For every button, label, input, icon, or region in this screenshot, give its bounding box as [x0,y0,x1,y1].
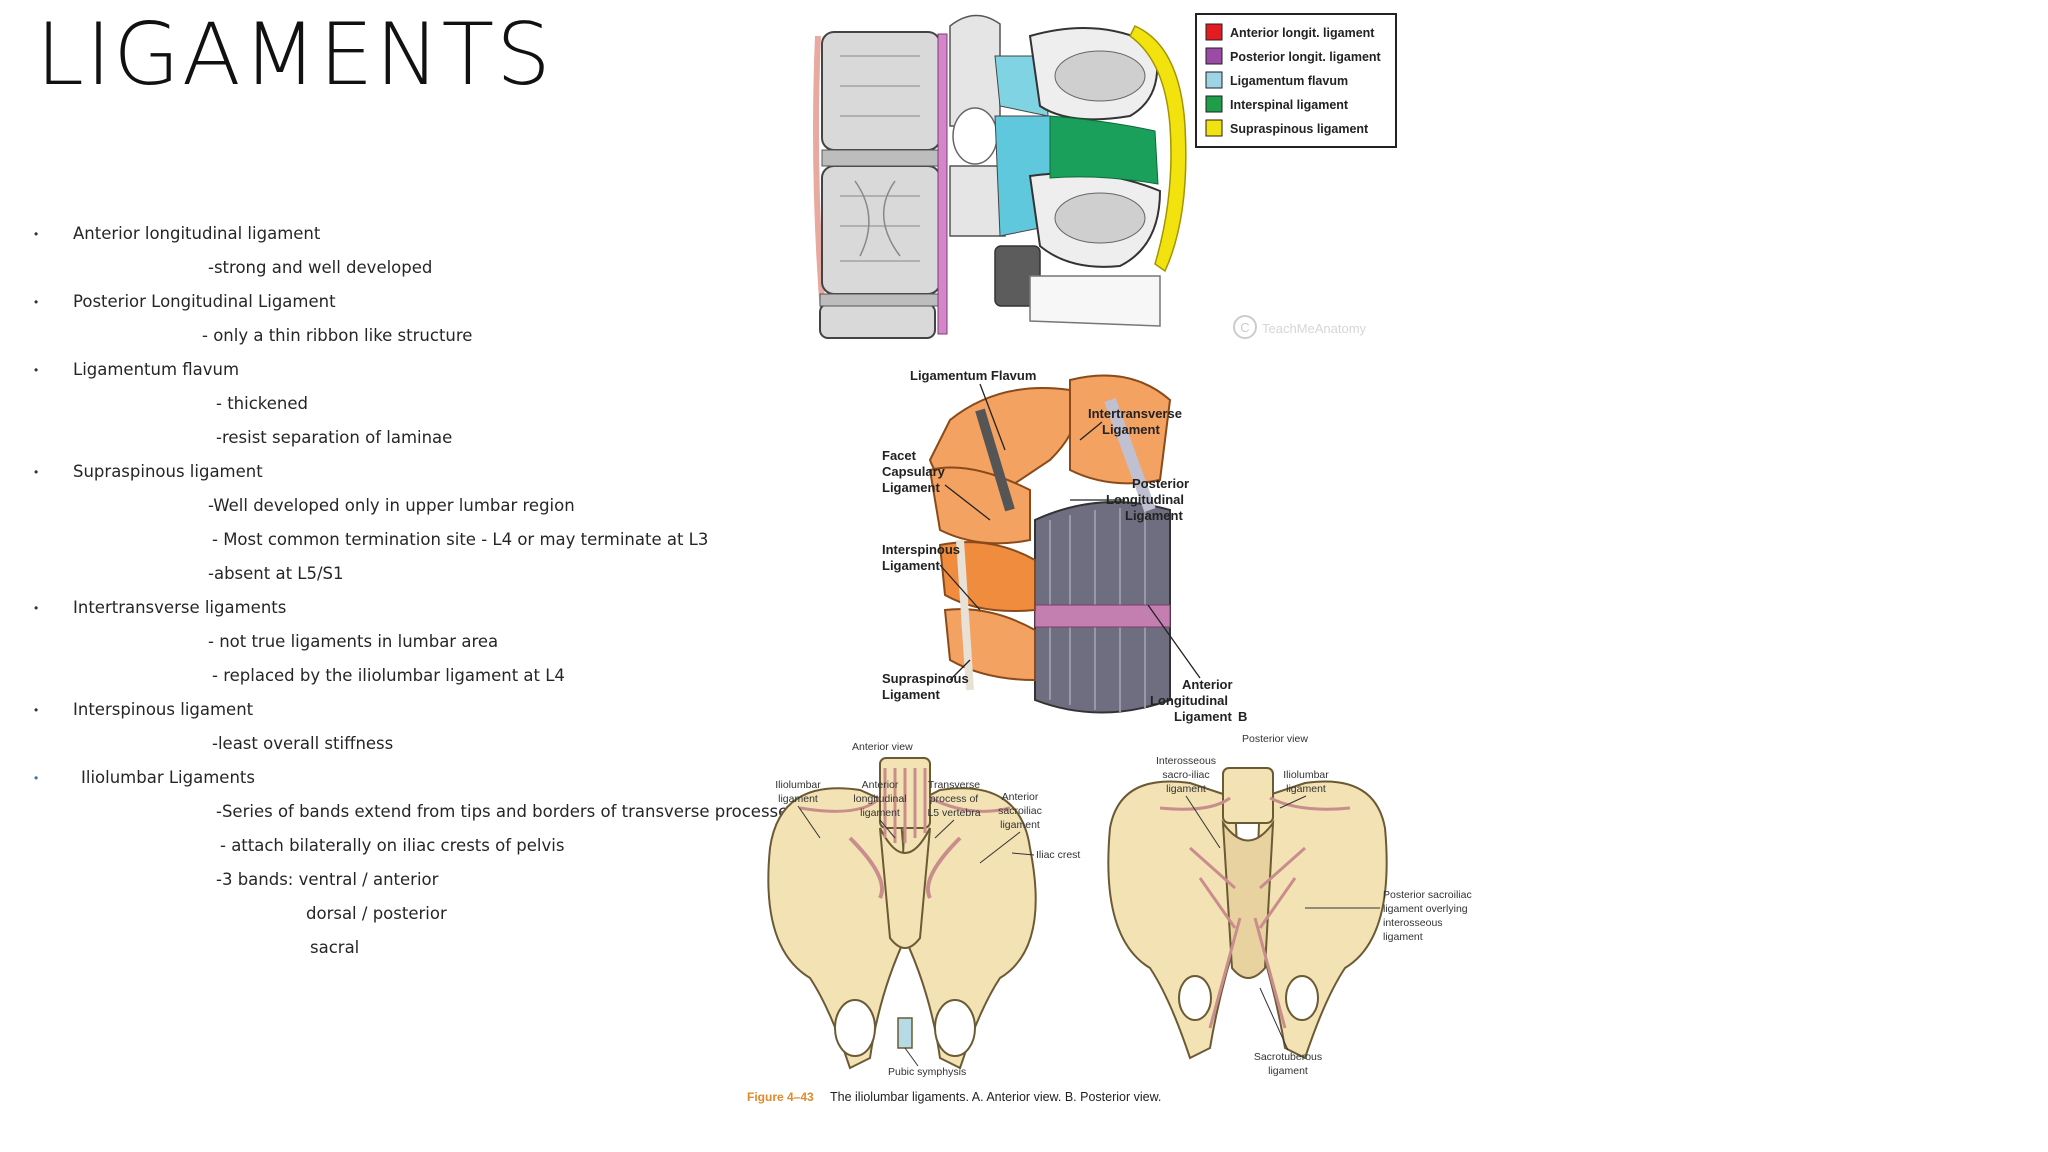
vertebrae-3d-figure: Ligamentum Flavum Intertransverse Ligame… [882,368,1247,724]
pelvis-anterior-view [767,757,1037,1070]
bullet-detail: - Most common termination site - L4 or m… [212,530,709,549]
label-facet-3: Ligament [882,480,940,495]
label-a-sacroiliac-1: Anterior [1002,791,1039,803]
bullet-detail: -least overall stiffness [212,734,394,753]
label-intertransverse-2: Ligament [1102,422,1160,437]
bullet-detail: - replaced by the iliolumbar ligament at… [212,666,565,685]
interspinal-ligament [1049,115,1159,185]
label-interspinous-1: Interspinous [882,542,960,557]
bullet-heading: Iliolumbar Ligaments [81,768,255,787]
bullet-marker: • [34,601,39,615]
label-ligamentum-flavum: Ligamentum Flavum [910,368,1036,383]
legend-label: Posterior longit. ligament [1230,50,1382,64]
bullet-marker: • [34,703,39,717]
pelvis-figure: Anterior view Posterior view Iliolumbar … [747,733,1472,1104]
watermark: TeachMeAnatomy [1262,321,1367,336]
label-b-post-sacroiliac-1: Posterior sacroiliac [1383,889,1472,901]
label-supraspinous-1: Supraspinous [882,671,969,686]
bullet-heading: Supraspinous ligament [73,462,263,481]
bullet-marker: • [34,363,39,377]
bullet-detail: -resist separation of laminae [216,428,453,447]
label-a-sacroiliac-3: ligament [1000,819,1040,831]
bullet-heading: Posterior Longitudinal Ligament [73,292,336,311]
label-posterior-3: Ligament [1125,508,1183,523]
label-a-anterior-longitudinal-1: Anterior [862,779,899,791]
bullet-heading: Anterior longitudinal ligament [73,224,321,243]
legend-swatch [1205,71,1223,89]
label-b-post-sacroiliac-3: interosseous [1383,917,1443,929]
label-a-transverse-1: Transverse [928,779,980,791]
bullet-detail: -Series of bands extend from tips and bo… [216,802,819,821]
label-b-post-sacroiliac-4: ligament [1383,931,1423,943]
label-a-iliolumbar-2: ligament [778,793,818,805]
label-a-anterior-longitudinal-2: longitudinal [853,793,906,805]
label-b-post-sacroiliac-2: ligament overlying [1383,903,1468,915]
posterior-longitudinal-ligament [937,33,948,335]
pelvis-posterior-view [1107,767,1388,1060]
legend-label: Interspinal ligament [1230,98,1349,112]
label-b-sacrotuberous-1: Sacrotuberous [1254,1051,1322,1063]
slide-title: LIGAMENTS [36,5,553,105]
legend-label: Ligamentum flavum [1230,74,1348,88]
label-a-transverse-3: L5 vertebra [927,807,980,819]
bullet-detail: -Well developed only in upper lumbar reg… [208,496,575,515]
label-a-iliac-crest: Iliac crest [1036,849,1080,861]
figure-caption: The iliolumbar ligaments. A. Anterior vi… [830,1090,1161,1104]
label-a-sacroiliac-2: sacroiliac [998,805,1042,817]
bullet-marker: • [34,227,39,241]
figure-number: Figure 4–43 [747,1090,814,1104]
label-a-pubic-symphysis: Pubic symphysis [888,1066,966,1078]
label-b-iliolumbar-1: Iliolumbar [1283,769,1329,781]
bullet-detail: -absent at L5/S1 [208,564,344,583]
label-supraspinous-2: Ligament [882,687,940,702]
label-b-marker: B [1238,709,1247,724]
legend-swatch [1205,119,1223,137]
label-interspinous-2: Ligament [882,558,940,573]
label-b-interosseous-2: sacro-iliac [1162,769,1209,781]
anterior-view-label: Anterior view [852,741,913,753]
legend-label: Supraspinous ligament [1230,122,1369,136]
posterior-view-label: Posterior view [1242,733,1308,745]
label-a-iliolumbar-1: Iliolumbar [775,779,821,791]
label-intertransverse-1: Intertransverse [1088,406,1182,421]
label-b-iliolumbar-2: ligament [1286,783,1326,795]
bullet-marker: • [34,465,39,479]
label-facet-1: Facet [882,448,917,463]
label-b-interosseous-1: Interosseous [1156,755,1216,767]
label-a-anterior-longitudinal-3: ligament [860,807,900,819]
label-anterior-1: Anterior [1182,677,1233,692]
legend-label: Anterior longit. ligament [1230,26,1375,40]
bullet-detail: - not true ligaments in lumbar area [208,632,499,651]
bullet-marker: • [34,295,39,309]
bullet-heading: Interspinous ligament [73,700,254,719]
label-b-interosseous-3: ligament [1166,783,1206,795]
bullet-detail: - thickened [216,394,308,413]
bullet-detail: sacral [310,938,360,957]
label-facet-2: Capsulary [882,464,946,479]
label-posterior-2: Longitudinal [1106,492,1184,507]
bullet-heading: Intertransverse ligaments [73,598,287,617]
legend-swatch [1205,95,1223,113]
svg-text:C: C [1240,320,1249,335]
supraspinous-ligament [1129,25,1187,273]
label-anterior-3: Ligament [1174,709,1232,724]
bullet-heading: Ligamentum flavum [73,360,240,379]
bullet-marker: • [34,771,39,785]
bullet-detail: -3 bands: ventral / anterior [216,870,439,889]
bullet-detail: dorsal / posterior [306,904,447,923]
legend-swatch [1205,47,1223,65]
label-anterior-2: Longitudinal [1150,693,1228,708]
vertebral-bodies [819,31,941,339]
label-posterior-1: Posterior [1132,476,1189,491]
legend-swatch [1205,23,1223,41]
label-a-transverse-2: process of [930,793,979,805]
bullet-detail: -strong and well developed [208,258,433,277]
bullet-detail: - only a thin ribbon like structure [202,326,473,345]
bullet-detail: - attach bilaterally on iliac crests of … [220,836,565,855]
label-b-sacrotuberous-2: ligament [1268,1065,1308,1077]
